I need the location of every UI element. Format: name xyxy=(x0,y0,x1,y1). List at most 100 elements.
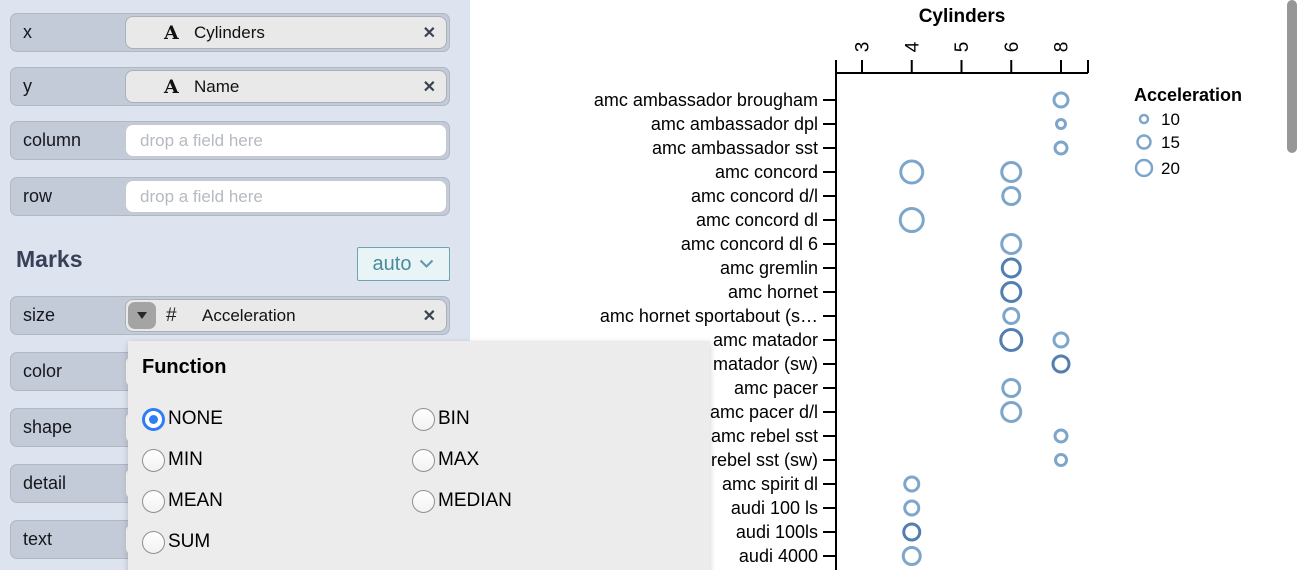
marks-heading: Marks xyxy=(16,246,83,272)
chart-point xyxy=(999,328,1024,352)
function-option-median[interactable]: MEDIAN xyxy=(412,489,512,513)
chart-point xyxy=(1000,257,1022,279)
y-axis-label: amc concord dl xyxy=(696,210,818,230)
shelf-x-label: x xyxy=(23,22,32,42)
shelf-size: size # Acceleration ✕ xyxy=(10,296,450,335)
y-axis-label: audi 4000 xyxy=(739,546,818,566)
shelf-x: x A Cylinders ✕ xyxy=(10,13,450,52)
remove-field-icon[interactable]: ✕ xyxy=(423,17,436,50)
y-axis-label: amc ambassador dpl xyxy=(651,114,818,134)
chart-point xyxy=(1052,91,1070,109)
x-axis-title: Cylinders xyxy=(919,6,1006,27)
drop-placeholder: drop a field here xyxy=(140,186,263,206)
function-option-min[interactable]: MIN xyxy=(142,448,203,472)
drop-placeholder: drop a field here xyxy=(140,130,263,150)
radio-icon[interactable] xyxy=(142,530,165,554)
shelf-y: y A Name ✕ xyxy=(10,67,450,106)
y-axis-label: amc concord dl 6 xyxy=(681,234,818,254)
remove-field-icon[interactable]: ✕ xyxy=(423,71,436,104)
function-option-none[interactable]: NONE xyxy=(142,407,223,431)
legend-symbol xyxy=(1136,134,1152,150)
remove-field-icon[interactable]: ✕ xyxy=(423,300,436,333)
shelf-row-label: row xyxy=(23,186,53,206)
radio-icon[interactable] xyxy=(412,489,435,513)
text-type-icon: A xyxy=(164,75,179,98)
chevron-down-icon xyxy=(420,259,434,268)
y-axis-label: amc pacer d/l xyxy=(710,402,818,422)
chart-point xyxy=(903,499,921,517)
legend-label: 10 xyxy=(1161,110,1180,129)
chart-point xyxy=(898,207,925,233)
shelf-column-label: column xyxy=(23,130,82,150)
radio-icon[interactable] xyxy=(412,407,435,431)
y-axis-label: amc gremlin xyxy=(720,258,818,278)
x-axis-tick-label: 4 xyxy=(902,41,923,52)
function-option-bin[interactable]: BIN xyxy=(412,407,470,431)
scrollbar-thumb[interactable] xyxy=(1287,0,1297,153)
legend-title: Acceleration xyxy=(1134,85,1242,105)
y-axis-label: amc hornet xyxy=(728,282,818,302)
y-axis-label: amc rebel sst xyxy=(711,426,818,446)
chart-point xyxy=(899,159,925,185)
chart-point xyxy=(903,475,921,493)
chart-point xyxy=(1000,401,1023,423)
mark-type-select[interactable]: auto xyxy=(357,247,450,281)
shelf-shape-label: shape xyxy=(23,417,73,437)
function-option-sum[interactable]: SUM xyxy=(142,530,210,554)
row-drop-target[interactable]: drop a field here xyxy=(125,180,447,213)
x-axis-tick-label: 8 xyxy=(1052,42,1073,53)
radio-icon[interactable] xyxy=(412,448,435,472)
legend-symbol xyxy=(1134,158,1154,178)
mark-type-value: auto xyxy=(372,252,412,275)
field-pill-label: Cylinders xyxy=(194,22,265,42)
chart-point xyxy=(902,522,922,542)
chart-point xyxy=(1000,161,1023,183)
text-type-icon: A xyxy=(164,21,179,44)
y-axis-label: audi 100ls xyxy=(736,522,818,542)
legend-label: 20 xyxy=(1161,159,1180,178)
y-axis-label: amc spirit dl xyxy=(722,474,818,494)
shelf-text-label: text xyxy=(23,529,53,549)
y-axis-label: amc hornet sportabout (s… xyxy=(600,306,818,326)
x-axis-tick-label: 6 xyxy=(1002,42,1023,53)
radio-icon[interactable] xyxy=(142,448,165,472)
y-axis-label: audi 100 ls xyxy=(731,498,818,518)
column-drop-target[interactable]: drop a field here xyxy=(125,124,447,157)
radio-icon[interactable] xyxy=(142,489,165,513)
shelf-column: column drop a field here xyxy=(10,121,450,160)
radio-icon[interactable] xyxy=(142,407,165,431)
field-pill-name[interactable]: A Name ✕ xyxy=(125,70,447,103)
field-pill-cylinders[interactable]: A Cylinders ✕ xyxy=(125,16,447,49)
chart-point xyxy=(1054,453,1068,467)
x-axis-tick-label: 3 xyxy=(853,42,874,53)
x-axis-tick-label: 5 xyxy=(952,42,973,53)
y-axis-label: amc ambassador sst xyxy=(652,138,818,158)
chart-point xyxy=(1053,428,1069,444)
legend-label: 15 xyxy=(1161,133,1180,152)
number-type-icon: # xyxy=(166,304,177,326)
shelf-row: row drop a field here xyxy=(10,177,450,216)
shelf-size-label: size xyxy=(23,305,56,325)
function-option-mean[interactable]: MEAN xyxy=(142,489,223,513)
field-pill-label: Name xyxy=(194,76,240,96)
shelf-y-label: y xyxy=(23,76,32,96)
chart-point xyxy=(1000,233,1023,255)
chart-point xyxy=(901,546,922,566)
function-option-max[interactable]: MAX xyxy=(412,448,479,472)
field-pill-label: Acceleration xyxy=(202,305,296,325)
function-popup: Function NONE MIN MEAN SUM BIN MAX MEDIA… xyxy=(128,341,710,570)
shelf-color-label: color xyxy=(23,361,63,381)
chart-point xyxy=(1001,186,1022,206)
chart-point xyxy=(1055,118,1067,130)
y-axis-label: amc matador xyxy=(713,330,818,350)
y-axis-label: amc pacer xyxy=(734,378,818,398)
chart-point xyxy=(1001,378,1022,398)
y-axis-label: amc concord xyxy=(715,162,818,182)
chart-point xyxy=(1002,307,1021,325)
field-pill-acceleration[interactable]: # Acceleration ✕ xyxy=(125,299,447,332)
y-axis-label: amc ambassador brougham xyxy=(594,90,818,110)
y-axis-label: amc concord d/l xyxy=(691,186,818,206)
function-popup-title: Function xyxy=(142,356,227,378)
dropdown-caret-icon[interactable] xyxy=(128,302,156,329)
